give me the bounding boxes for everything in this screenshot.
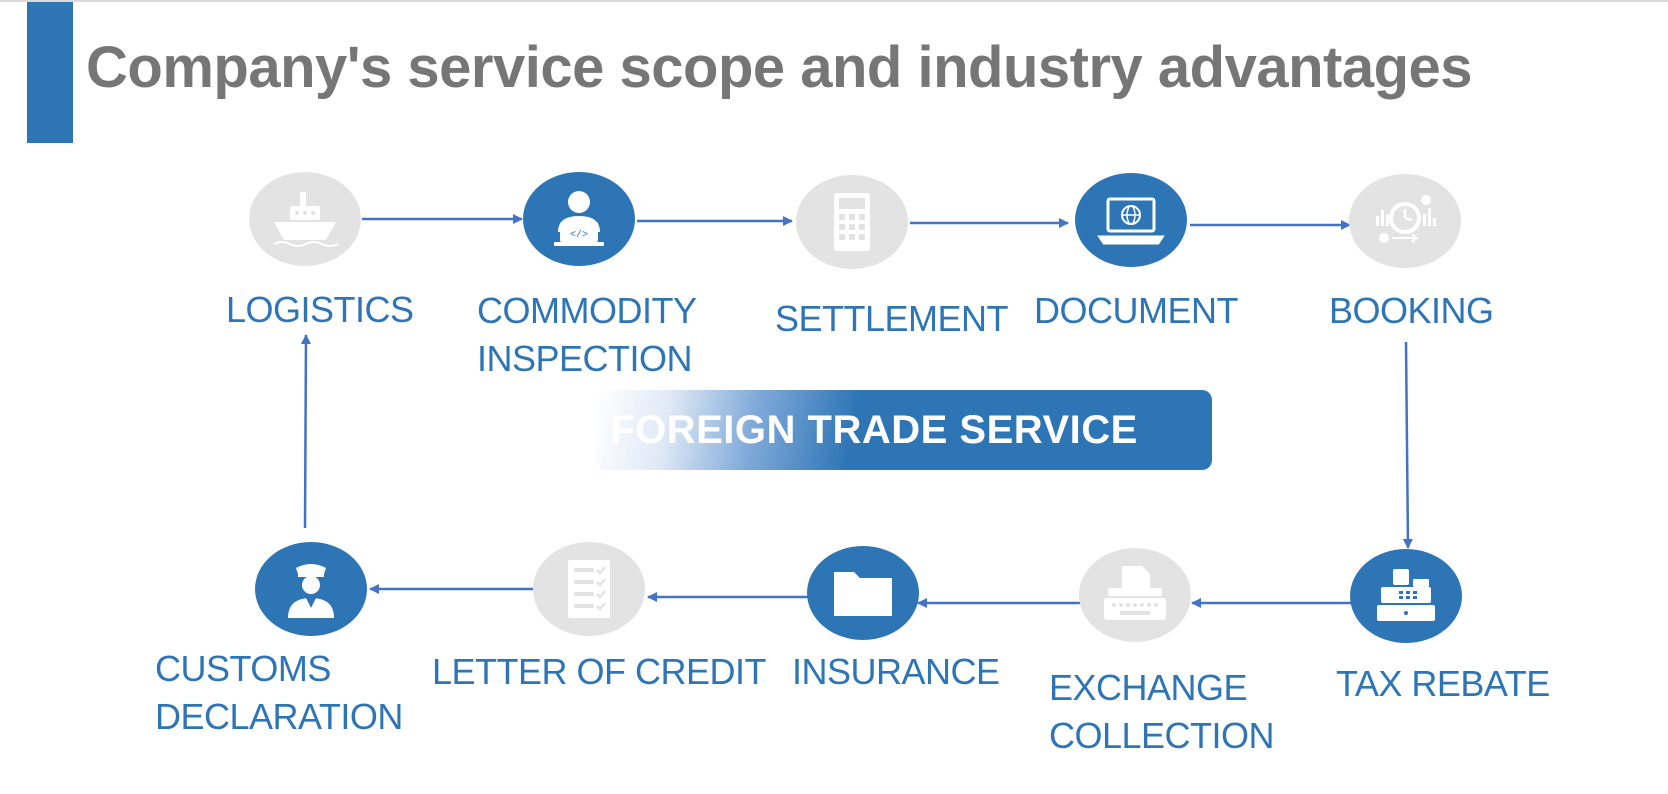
cash-register-icon xyxy=(1377,569,1435,621)
top-rule xyxy=(0,0,1668,2)
label-insurance: INSURANCE xyxy=(792,651,1000,692)
node-tax-rebate xyxy=(1350,549,1462,643)
label-document: DOCUMENT xyxy=(1034,290,1238,331)
label-exchange-collection: EXCHANGE COLLECTION xyxy=(1049,667,1275,756)
arrow-booking-to-tax-rebate xyxy=(1402,341,1413,549)
label-commodity-inspection: COMMODITY INSPECTION xyxy=(477,290,697,379)
folder-icon xyxy=(834,572,892,616)
ship-icon xyxy=(273,192,339,247)
calculator-icon xyxy=(834,193,870,251)
node-exchange-collection xyxy=(1079,548,1191,642)
laptop-globe-icon xyxy=(1097,197,1165,245)
title-accent-bar xyxy=(27,2,73,143)
arrow-customs-to-logistics xyxy=(300,334,311,529)
label-settlement: SETTLEMENT xyxy=(775,298,1009,339)
checklist-icon xyxy=(568,560,610,618)
finance-clock-icon xyxy=(1376,195,1436,243)
label-letter-of-credit: LETTER OF CREDIT xyxy=(432,651,767,692)
developer-laptop-icon: </> xyxy=(554,191,604,246)
center-banner-text: FOREIGN TRADE SERVICE xyxy=(610,407,1138,452)
node-customs-declaration xyxy=(255,542,367,636)
center-banner: FOREIGN TRADE SERVICE xyxy=(596,390,1212,470)
node-insurance xyxy=(807,546,919,640)
svg-text:</>: </> xyxy=(570,229,588,241)
node-document xyxy=(1075,173,1187,267)
customs-officer-icon xyxy=(288,564,334,618)
typewriter-icon xyxy=(1104,566,1166,620)
page-title: Company's service scope and industry adv… xyxy=(86,35,1473,100)
label-booking: BOOKING xyxy=(1329,290,1494,331)
label-customs-declaration: CUSTOMS DECLARATION xyxy=(155,648,403,737)
node-booking xyxy=(1349,174,1461,268)
node-logistics xyxy=(249,172,361,266)
node-settlement xyxy=(796,175,908,269)
label-logistics: LOGISTICS xyxy=(226,289,414,330)
label-tax-rebate: TAX REBATE xyxy=(1336,663,1550,704)
node-commodity-inspection: </> xyxy=(523,172,635,266)
node-letter-of-credit xyxy=(533,542,645,636)
